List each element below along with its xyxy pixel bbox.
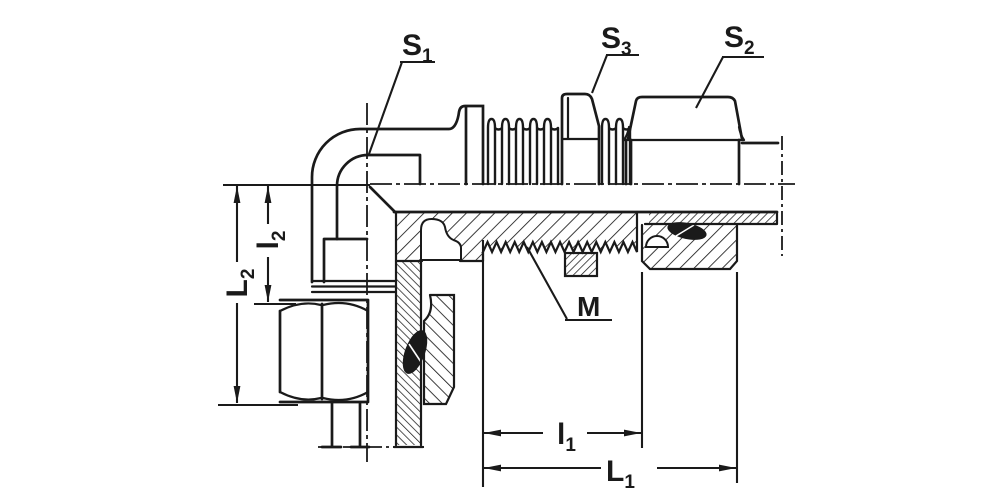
dimension-arrowheads [233, 186, 736, 472]
label-L1: L1 [606, 455, 635, 493]
leader-m [526, 246, 612, 322]
label-s3: S3 [601, 22, 632, 60]
locknut-lower-section [563, 251, 599, 278]
right-tube-wall-section [649, 212, 777, 224]
label-m: M [577, 291, 600, 322]
bore-bevel [368, 185, 397, 214]
elbow-inner-profile [335, 153, 370, 241]
ferrule-dome-right [644, 235, 670, 248]
leg-nut-lower-section [424, 295, 454, 404]
bulkhead-thread-zigzag [481, 210, 639, 263]
s2-lower-section-outline [640, 223, 739, 271]
elbow-outer-profile [310, 104, 485, 284]
male-thread-right [600, 117, 632, 186]
tube-stop-edge [322, 237, 369, 284]
label-s2: S2 [724, 21, 755, 59]
dimension-lines [218, 53, 764, 487]
fitting-outline [278, 92, 780, 449]
body-hex-flat [366, 153, 422, 186]
label-s1: S1 [402, 29, 433, 67]
cutting-ring-right [667, 222, 707, 240]
s2-nut-lower-section [642, 225, 737, 269]
cone-rings [310, 279, 398, 294]
tube-wall-strip-edges [643, 210, 779, 226]
label-l1: l1 [557, 418, 576, 456]
leg-wall-edges [392, 210, 425, 449]
leader-s1 [368, 60, 435, 155]
leg-nut-section-outline [422, 293, 456, 406]
bottom-nut-outline [278, 298, 370, 404]
union-nut-s2-outline [622, 95, 746, 186]
label-l2: l2 [252, 231, 290, 250]
leader-s3 [591, 53, 639, 94]
centerlines [318, 103, 795, 462]
leader-s2 [695, 55, 764, 109]
bottom-tube-outline [320, 401, 371, 449]
male-thread-left [486, 117, 560, 186]
label-L2: L2 [221, 269, 259, 298]
body-cavity-notch [420, 217, 462, 261]
locknut-s3-outline [560, 92, 601, 186]
